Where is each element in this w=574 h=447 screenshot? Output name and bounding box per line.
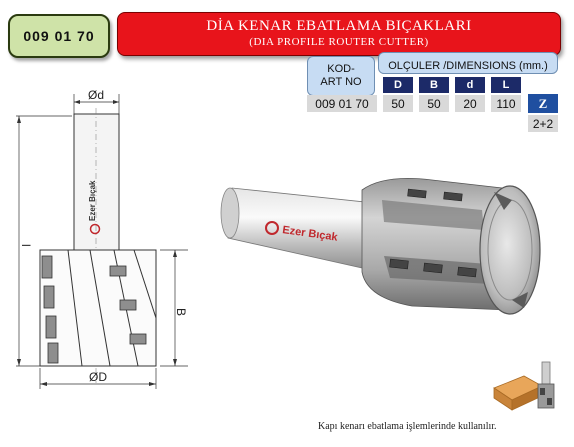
header-Z: Z xyxy=(528,94,558,113)
value-Z: 2+2 xyxy=(528,115,558,132)
kod-art-no-header: KOD- ART NO xyxy=(307,56,375,96)
row-code: 009 01 70 xyxy=(307,95,377,112)
kod-label-line1: KOD- xyxy=(327,63,355,75)
dimensions-header: OLÇULER /DIMENSIONS (mm.) xyxy=(378,52,558,74)
length-label: l xyxy=(19,244,33,247)
usage-caption: Kapı kenarı ebatlama işlemlerinde kullan… xyxy=(318,421,497,432)
body-length-label: B xyxy=(174,308,188,316)
technical-drawing: Ød l Ezer Bıçak B ØD xyxy=(16,88,188,389)
svg-text:Ezer Bıçak: Ezer Bıçak xyxy=(88,180,97,221)
title-main: DİA KENAR EBATLAMA BIÇAKLARI xyxy=(206,18,472,34)
body-diameter-label: ØD xyxy=(89,370,107,384)
header-D: D xyxy=(383,77,413,93)
value-B: 50 xyxy=(419,95,449,112)
shank-brand-logo: Ezer Bıçak xyxy=(88,180,101,235)
shank-diameter-label: Ød xyxy=(88,88,104,102)
header-d: d xyxy=(455,77,485,93)
title-sub: (DIA PROFILE ROUTER CUTTER) xyxy=(249,36,429,48)
value-D: 50 xyxy=(383,95,413,112)
title-banner: DİA KENAR EBATLAMA BIÇAKLARI (DIA PROFIL… xyxy=(117,12,561,56)
header-L: L xyxy=(491,77,521,93)
cutter-render-image: Ezer Bıçak xyxy=(220,178,541,315)
value-d: 20 xyxy=(455,95,485,112)
value-L: 110 xyxy=(491,95,521,112)
usage-icon xyxy=(493,361,555,411)
product-code-badge: 009 01 70 xyxy=(8,14,110,58)
kod-label-line2: ART NO xyxy=(320,76,362,88)
header-B: B xyxy=(419,77,449,93)
